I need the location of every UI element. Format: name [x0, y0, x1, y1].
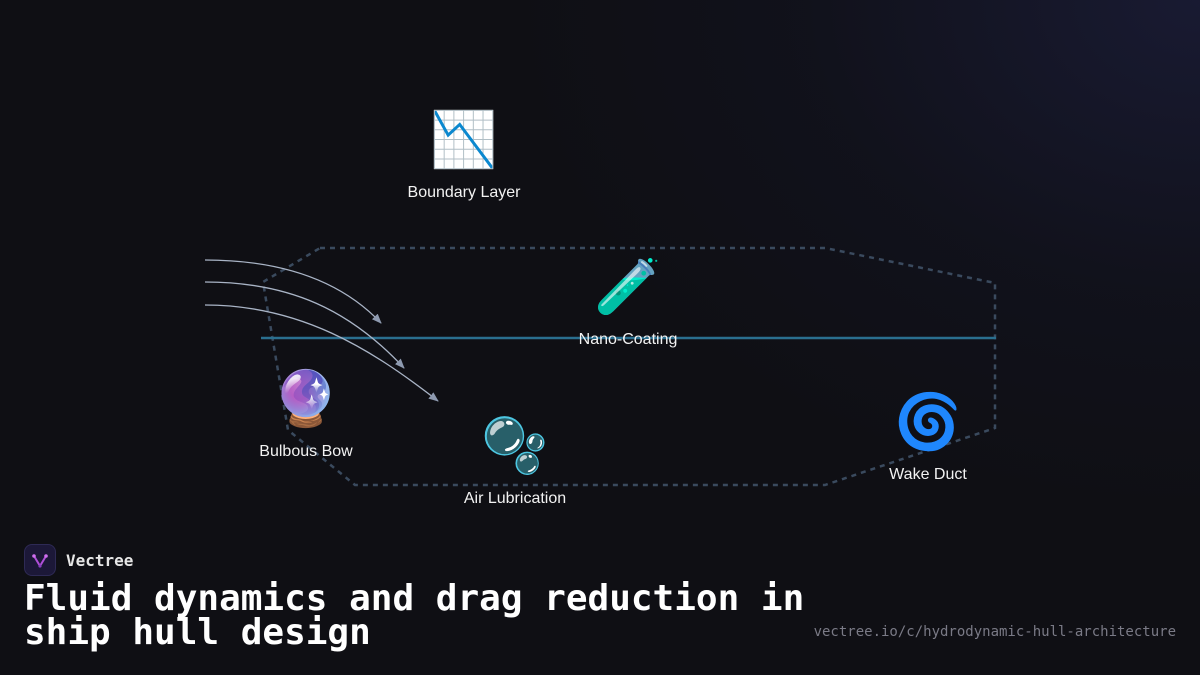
flow-line-1: [204, 259, 382, 324]
brand: Vectree: [24, 544, 133, 576]
node-wake-duct: 🌀 Wake Duct: [889, 390, 967, 484]
node-label: Bulbous Bow: [259, 443, 353, 460]
cyclone-icon: 🌀: [894, 390, 962, 453]
test-tube-icon: 🧪: [594, 255, 662, 318]
node-boundary-layer: 📉 Boundary Layer: [408, 108, 521, 202]
node-label: Air Lubrication: [463, 490, 567, 507]
vectree-logo-icon: [24, 544, 56, 576]
node-nano-coating: 🧪 Nano-Coating: [579, 255, 678, 349]
chart-decreasing-icon: 📉: [430, 108, 498, 171]
crystal-ball-icon: 🔮: [272, 367, 340, 430]
node-air-lubrication: 🫧 Air Lubrication: [464, 414, 566, 508]
brand-name: Vectree: [66, 550, 134, 570]
node-label: Boundary Layer: [407, 184, 521, 201]
page-title: Fluid dynamics and drag reduction in shi…: [24, 578, 805, 653]
hull-outline: [261, 246, 997, 487]
bubbles-icon: 🫧: [481, 414, 549, 477]
node-bulbous-bow: 🔮 Bulbous Bow: [259, 367, 352, 461]
node-label: Nano-Coating: [578, 331, 678, 348]
flow-line-3: [204, 304, 439, 402]
source-url[interactable]: vectree.io/c/hydrodynamic-hull-architect…: [813, 624, 1176, 640]
node-label: Wake Duct: [889, 466, 967, 483]
flow-line-2: [204, 281, 405, 369]
